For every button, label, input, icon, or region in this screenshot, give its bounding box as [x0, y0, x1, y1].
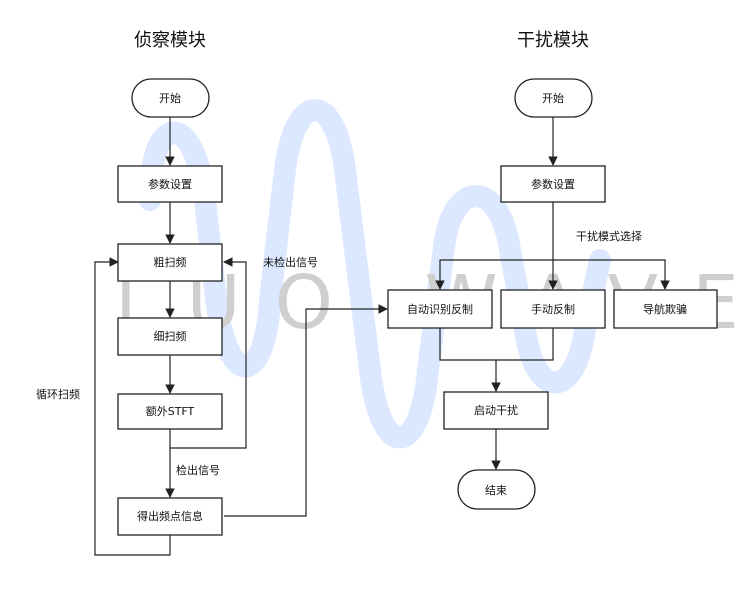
- node-start-left-label: 开始: [159, 91, 181, 105]
- edge-mode-to-auto: [435, 259, 553, 290]
- node-start-right: 开始: [514, 78, 593, 118]
- left-edges: [94, 117, 388, 556]
- edge-loop-scan: [94, 257, 171, 556]
- edge-info-to-auto: [224, 304, 388, 517]
- node-start-left: 开始: [131, 78, 210, 118]
- label-loop-scan: 循环扫频: [36, 387, 80, 401]
- node-freq-info-label: 得出频点信息: [137, 509, 203, 523]
- node-extra-stft-label: 额外STFT: [146, 405, 195, 418]
- node-end-label: 结束: [485, 484, 507, 497]
- node-auto-counter-label: 自动识别反制: [407, 303, 473, 316]
- node-params-right: 参数设置: [500, 165, 606, 203]
- label-detected: 检出信号: [176, 463, 220, 477]
- edge-manual-merge: [496, 328, 554, 361]
- left-module-title: 侦察模块: [134, 30, 206, 51]
- label-mode-select: 干扰模式选择: [576, 229, 642, 243]
- node-fine-scan: 细扫频: [117, 317, 223, 356]
- right-module-title: 干扰模块: [517, 30, 589, 51]
- node-start-right-label: 开始: [542, 91, 564, 105]
- label-not-detected: 未检出信号: [263, 255, 318, 269]
- edge-not-detected-loop: [170, 257, 247, 449]
- edge-auto-merge: [439, 328, 496, 361]
- node-params-left-label: 参数设置: [148, 177, 192, 191]
- edge-mode-to-nav: [553, 259, 670, 290]
- node-coarse-scan: 粗扫频: [117, 243, 223, 282]
- node-manual-counter-label: 手动反制: [531, 302, 575, 316]
- node-freq-info: 得出频点信息: [117, 497, 223, 536]
- right-edges: [435, 117, 670, 470]
- node-manual-counter: 手动反制: [500, 289, 606, 329]
- node-coarse-scan-label: 粗扫频: [154, 255, 187, 269]
- node-extra-stft: 额外STFT: [117, 393, 223, 430]
- node-launch-jam-label: 启动干扰: [474, 403, 518, 417]
- node-nav-spoof: 导航欺骗: [613, 289, 718, 329]
- node-params-left: 参数设置: [117, 165, 223, 203]
- node-fine-scan-label: 细扫频: [154, 329, 187, 343]
- node-params-right-label: 参数设置: [531, 177, 575, 191]
- node-launch-jam: 启动干扰: [443, 391, 549, 430]
- node-auto-counter: 自动识别反制: [387, 289, 493, 329]
- node-end: 结束: [457, 469, 536, 510]
- node-nav-spoof-label: 导航欺骗: [643, 302, 687, 316]
